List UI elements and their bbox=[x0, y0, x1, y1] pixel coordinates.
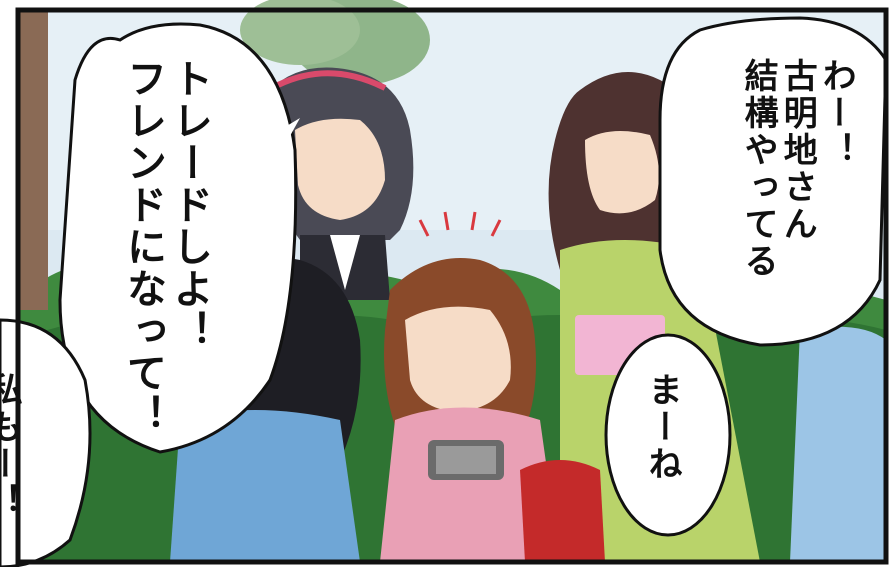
panel-border bbox=[15, 7, 889, 565]
speech-text-middle: まーね bbox=[642, 372, 683, 483]
speech-text-left: トレードしよ！ フレンドになって！ bbox=[120, 58, 212, 436]
speech-text-right: わー！ 古明地さん 結構やってる bbox=[738, 58, 857, 280]
bubble-middle bbox=[604, 333, 732, 537]
bubble-left bbox=[58, 22, 300, 454]
red-bag bbox=[520, 460, 605, 562]
girl-center-console bbox=[380, 258, 560, 562]
tree-trunk bbox=[18, 10, 48, 310]
bubble-right bbox=[658, 16, 888, 347]
emphasis-marks bbox=[418, 211, 502, 237]
side-character bbox=[790, 326, 886, 562]
speech-text-edge: 私もー！ bbox=[0, 372, 23, 520]
